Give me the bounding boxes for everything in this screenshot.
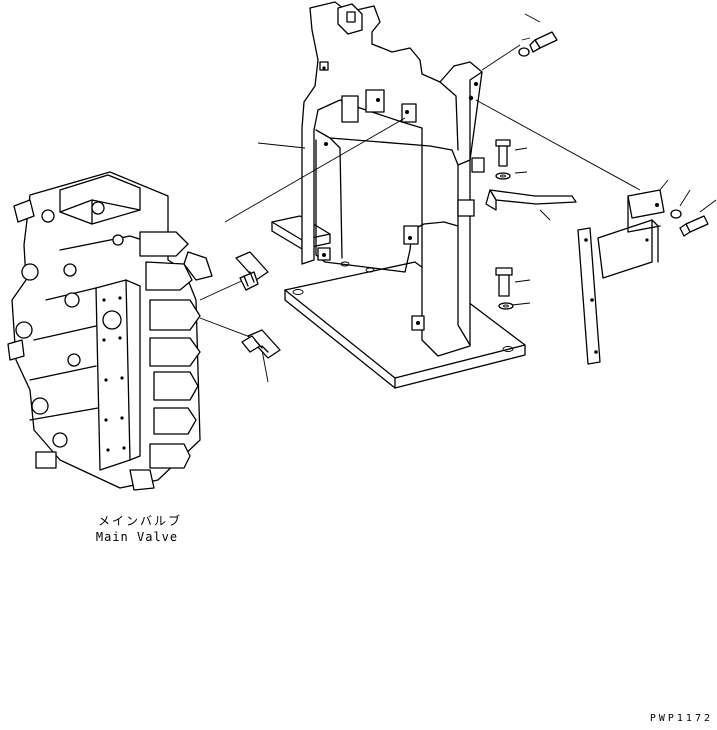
- pressure-sensor-upper: [235, 251, 269, 291]
- pressure-sensor-lower: [241, 329, 281, 359]
- mounting-bracket: [271, 1, 526, 389]
- l-bracket-right: [597, 189, 665, 279]
- drawing-code: PWP1172: [649, 713, 713, 724]
- clamp-strap: [485, 189, 577, 211]
- bolt-washer-far-right: [670, 209, 709, 237]
- flat-bar-right: [577, 227, 601, 365]
- main-valve-label-en: Main Valve: [95, 530, 179, 544]
- main-valve-body: [7, 171, 213, 491]
- bolt-washer-top-right: [518, 31, 558, 57]
- bolt-middle: [495, 139, 511, 180]
- bolt-lower: [495, 267, 514, 310]
- main-valve-label-jp: メインバルブ: [97, 514, 182, 528]
- leader-lines: [199, 13, 717, 383]
